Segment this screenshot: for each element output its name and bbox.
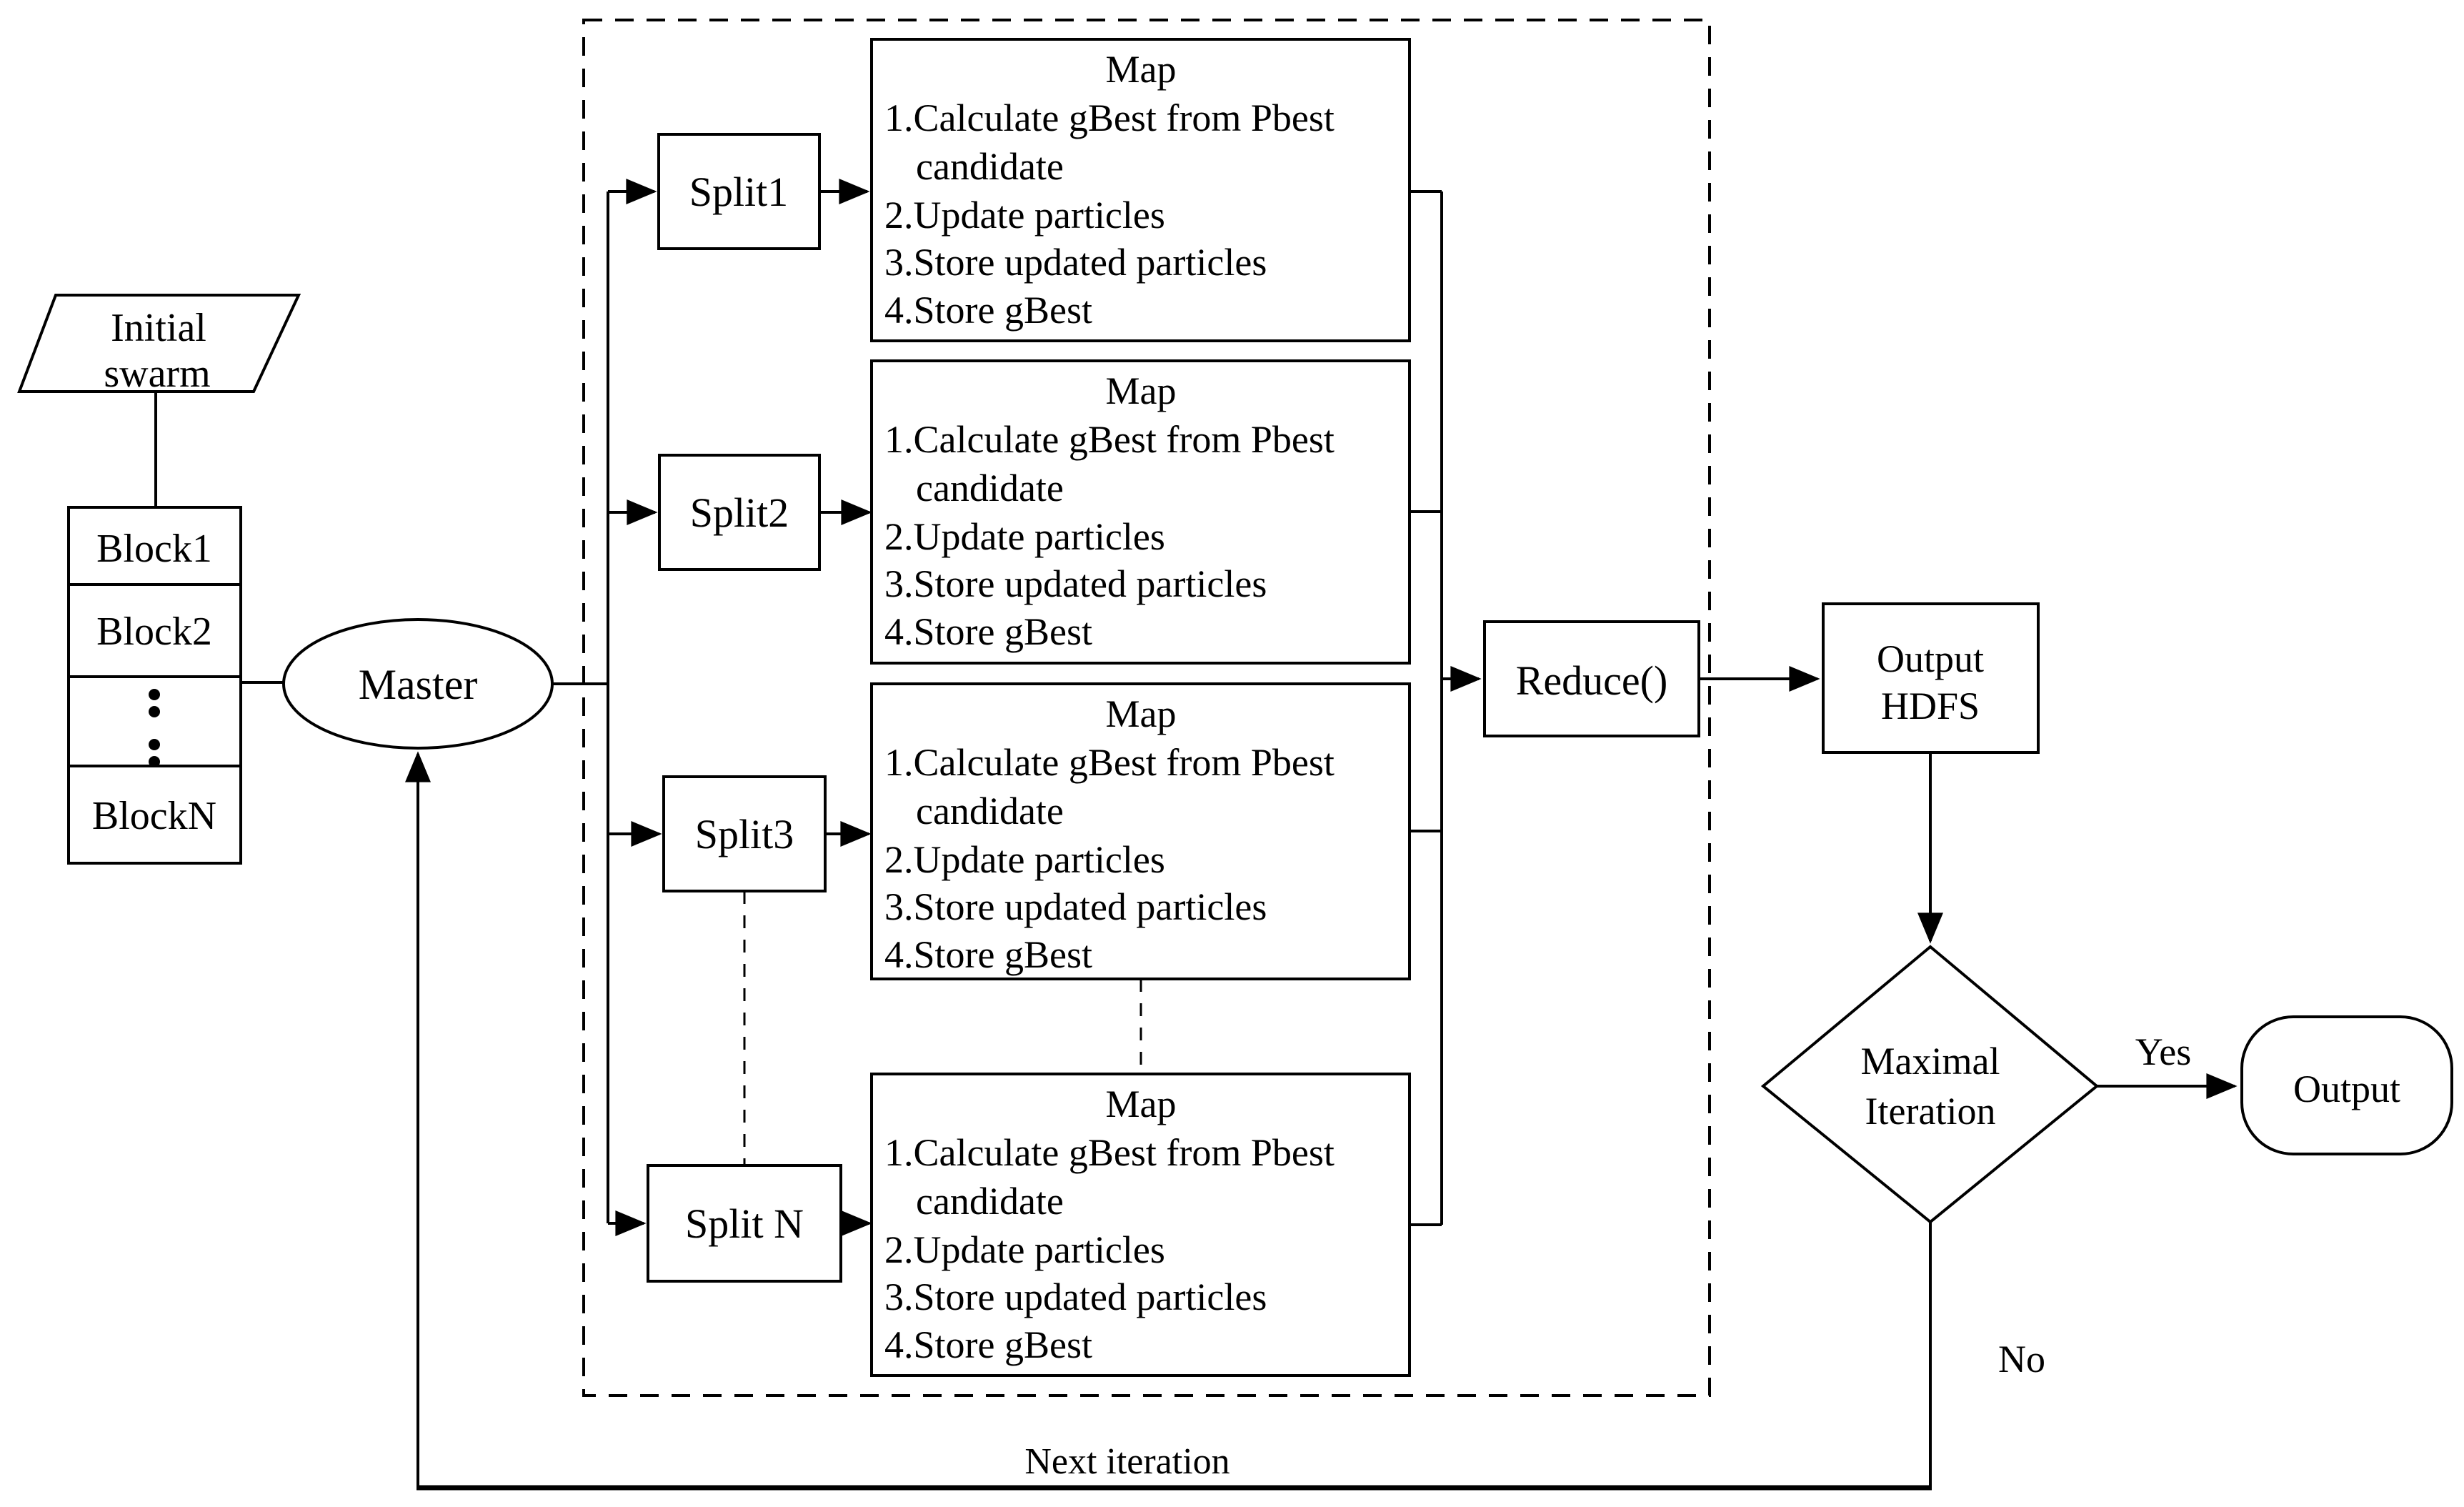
next-iteration-label: Next iteration [1024,1441,1229,1482]
no-label: No [1998,1338,2045,1381]
map4-step-3: 3.Store updated particles [884,1275,1267,1318]
map1-step-2: 2.Update particles [884,194,1165,237]
split3-node [662,775,827,892]
output-hdfs-label-line1: Output [1877,637,1984,680]
map4-box [870,1073,1411,1377]
map4-step-1b: candidate [916,1180,1064,1223]
map1-node: Map 1.Calculate gBest from Pbest candida… [870,38,1411,342]
output-hdfs-label-line2: HDFS [1881,685,1980,727]
map2-step-1b: candidate [916,467,1064,509]
map4-title: Map [1106,1083,1177,1125]
map2-step-2: 2.Update particles [884,515,1165,558]
reduce-label: Reduce() [1516,657,1668,704]
map1-box [870,38,1411,342]
map4-step-2: 2.Update particles [884,1228,1165,1271]
split2-label: Split2 [690,489,789,536]
map3-step-4: 4.Store gBest [884,933,1092,976]
hdfs-blocks-node [67,506,242,865]
map2-step-4: 4.Store gBest [884,610,1092,653]
map1-step-3: 3.Store updated particles [884,241,1267,284]
map4-step-4: 4.Store gBest [884,1323,1092,1366]
split3-label: Split3 [695,811,794,857]
map2-step-3: 3.Store updated particles [884,562,1267,605]
map3-step-1: 1.Calculate gBest from Pbest [884,741,1335,784]
initial-swarm-label-line2: swarm [104,352,210,396]
block1-label: Block1 [96,527,212,571]
mapreduce-boundary-box [582,19,1711,1397]
initial-swarm-label-line1: Initial [111,306,206,350]
output-terminal-label: Output [2293,1068,2400,1110]
map3-step-3: 3.Store updated particles [884,885,1267,928]
block2-label: Block2 [96,610,212,654]
decision-node [1760,945,2100,1224]
map4-step-1: 1.Calculate gBest from Pbest [884,1131,1335,1174]
map2-node: Map 1.Calculate gBest from Pbest candida… [870,359,1411,665]
blockN-label: BlockN [92,794,216,838]
map1-step-4: 4.Store gBest [884,289,1092,332]
decision-label-line1: Maximal [1861,1040,2000,1083]
map4-node: Map 1.Calculate gBest from Pbest candida… [870,1073,1411,1377]
map1-step-1b: candidate [916,145,1064,188]
splitN-label: Split N [685,1200,804,1247]
initial-swarm-node [17,294,301,393]
map2-step-1: 1.Calculate gBest from Pbest [884,418,1335,461]
map1-step-1: 1.Calculate gBest from Pbest [884,96,1335,139]
map3-node: Map 1.Calculate gBest from Pbest candida… [870,682,1411,980]
decision-label-line2: Iteration [1865,1090,1996,1133]
map3-box [870,682,1411,980]
blocks-ellipsis-dots [149,689,160,767]
reduce-node [1483,620,1700,737]
output-hdfs-node [1822,602,2040,754]
yes-label: Yes [2135,1030,2192,1073]
map3-step-1b: candidate [916,790,1064,832]
master-label: Master [359,661,478,708]
split1-label: Split1 [689,169,789,215]
split2-node [658,454,821,571]
map3-step-2: 2.Update particles [884,838,1165,881]
map2-title: Map [1106,369,1177,412]
map3-title: Map [1106,692,1177,735]
map1-title: Map [1106,48,1177,91]
output-terminal-node [2240,1015,2453,1155]
